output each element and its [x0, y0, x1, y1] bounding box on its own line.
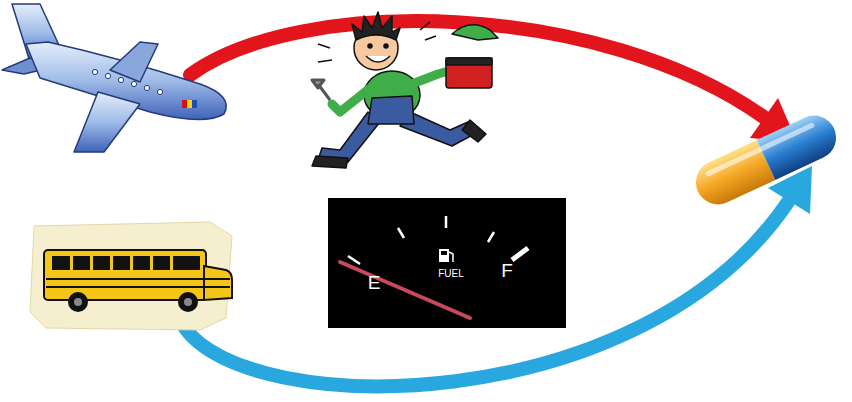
toolbox — [446, 58, 492, 88]
bus-background — [30, 222, 232, 330]
capsule-pill — [689, 108, 844, 211]
gauge-label: FUEL — [438, 269, 464, 279]
pump-body — [439, 249, 449, 262]
flag-stripe — [192, 100, 197, 108]
eye — [384, 44, 388, 48]
bus-wheel — [68, 292, 88, 312]
toolbox-lid — [446, 58, 492, 65]
gauge-tick — [398, 228, 404, 238]
gauge-label: E — [368, 273, 381, 292]
hair — [352, 12, 400, 40]
school-bus — [30, 222, 232, 330]
bus-body — [44, 250, 206, 300]
gauge-tick — [348, 256, 360, 264]
bus-window-post — [70, 256, 73, 270]
red-arrow-shaft — [190, 21, 765, 118]
gauge-panel — [328, 198, 566, 328]
eye — [368, 44, 372, 48]
bus-window-post — [170, 256, 173, 270]
shoe — [462, 120, 486, 142]
smile — [366, 56, 390, 62]
bus-stripe — [46, 278, 230, 280]
plane-far-wing — [110, 42, 158, 82]
bus-hood — [204, 266, 232, 300]
arm — [332, 88, 370, 112]
pump-window — [441, 251, 447, 255]
mechanic — [312, 12, 498, 168]
shoe — [312, 156, 348, 168]
bus-window-posts — [70, 256, 173, 270]
plane-window — [92, 69, 97, 74]
airplane — [2, 4, 226, 152]
wrench — [312, 80, 330, 100]
plane-window — [144, 85, 149, 90]
bus-window-post — [110, 256, 113, 270]
plane-wing — [74, 92, 140, 152]
flag-stripe — [187, 100, 192, 108]
fuel-gauge — [328, 198, 566, 328]
plane-window — [131, 81, 136, 86]
bus-hubcap — [184, 298, 192, 306]
bus-window-post — [150, 256, 153, 270]
bus-wheel — [178, 292, 198, 312]
red-arrow — [190, 21, 797, 142]
bus-window-band — [52, 256, 200, 270]
bus-hubcap — [74, 298, 82, 306]
bus-stripe — [46, 286, 230, 288]
plane-window — [118, 77, 123, 82]
flying-cap — [452, 25, 498, 40]
pill-highlight — [708, 125, 811, 173]
gauge-label: F — [501, 261, 513, 280]
plane-window — [157, 89, 162, 94]
plane-window — [105, 73, 110, 78]
plane-windows — [92, 69, 162, 94]
overalls-bib — [368, 96, 414, 124]
flag-stripe — [182, 100, 187, 108]
bus-window-post — [130, 256, 133, 270]
fuel-pump-icon — [439, 249, 453, 262]
gauge-needle — [340, 262, 470, 318]
gauge-tick — [488, 232, 494, 242]
gauge-tick-full — [512, 248, 528, 260]
gauge-tick — [445, 216, 448, 228]
pump-hose — [449, 252, 453, 262]
bus-window-post — [90, 256, 93, 270]
